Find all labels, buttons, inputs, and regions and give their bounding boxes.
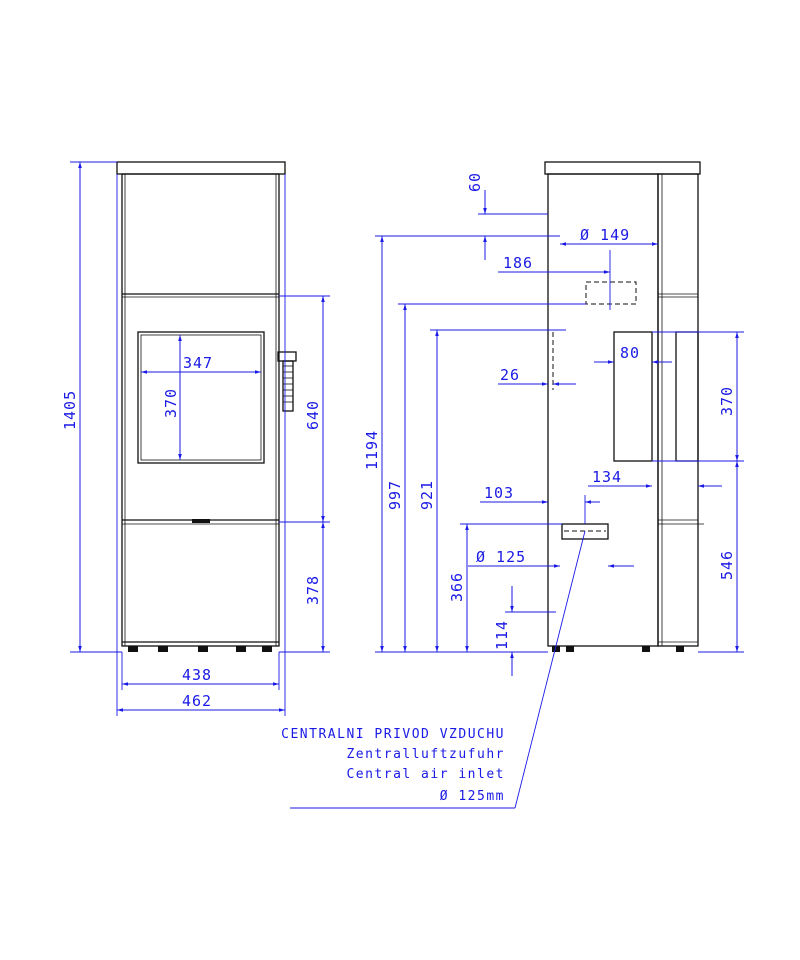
dim-103: 103 xyxy=(484,484,514,502)
note-line-4: Ø 125mm xyxy=(440,789,505,804)
dim-186: 186 xyxy=(503,254,533,272)
side-body xyxy=(547,173,659,647)
front-view-stove xyxy=(116,161,297,652)
side-door-handle-panel xyxy=(613,331,653,462)
front-door-glass xyxy=(137,331,265,464)
dim-26: 26 xyxy=(500,366,520,384)
side-top-plate xyxy=(544,161,701,175)
note-line-1: CENTRALNI PRIVOD VZDUCHU xyxy=(281,727,505,742)
dim-640: 640 xyxy=(304,400,322,430)
front-top-plate xyxy=(116,161,286,175)
front-body xyxy=(121,173,280,647)
dim-370-door: 370 xyxy=(162,388,180,418)
dim-347: 347 xyxy=(183,354,213,372)
dim-546: 546 xyxy=(718,550,736,580)
front-dimensions: 1405 347 370 640 378 438 462 xyxy=(61,161,330,716)
dim-diameter-149: Ø 149 xyxy=(580,226,630,244)
side-view-stove xyxy=(544,161,704,652)
note-line-2: Zentralluftzufuhr xyxy=(346,747,505,762)
door-handle-icon xyxy=(277,351,297,412)
dim-462: 462 xyxy=(182,692,212,710)
flue-outlet xyxy=(585,281,637,305)
dim-1405: 1405 xyxy=(61,390,79,430)
dim-114: 114 xyxy=(493,620,511,650)
dim-921: 921 xyxy=(418,480,436,510)
side-dimensions: 60 Ø 149 1194 186 997 921 26 80 370 xyxy=(363,172,744,676)
front-foot xyxy=(128,646,138,652)
dim-80: 80 xyxy=(620,344,640,362)
dim-997: 997 xyxy=(386,480,404,510)
dim-134: 134 xyxy=(592,468,622,486)
note-line-3: Central air inlet xyxy=(346,767,505,782)
note-leader-line xyxy=(514,530,586,809)
dim-diameter-125: Ø 125 xyxy=(476,548,526,566)
dim-378: 378 xyxy=(304,575,322,605)
side-rear-panel xyxy=(657,173,699,647)
dim-366: 366 xyxy=(448,572,466,602)
dim-438: 438 xyxy=(182,666,212,684)
dim-370-side: 370 xyxy=(718,386,736,416)
dim-60: 60 xyxy=(466,172,484,192)
air-inlet-note: CENTRALNI PRIVOD VZDUCHU Zentralluftzufu… xyxy=(281,530,586,809)
dim-1194: 1194 xyxy=(363,430,381,470)
